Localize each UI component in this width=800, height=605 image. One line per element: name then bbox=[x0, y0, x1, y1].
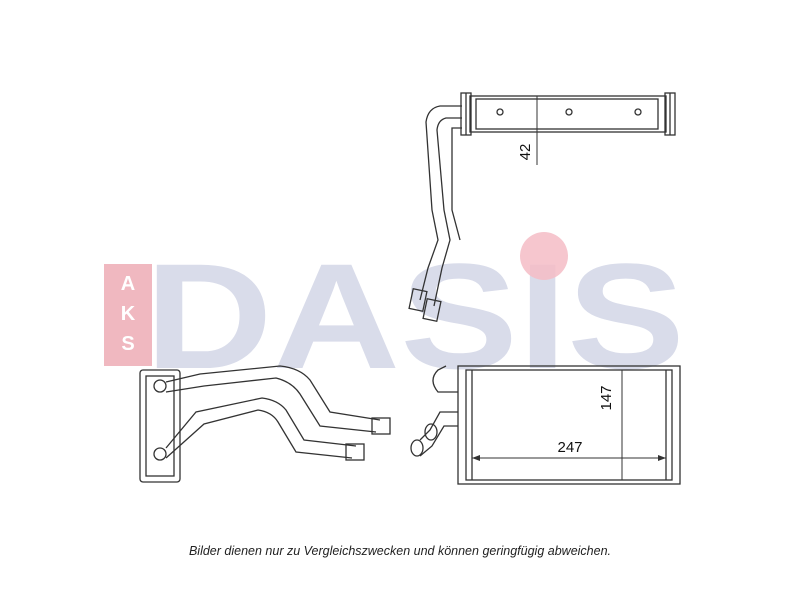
top-view-hole-3 bbox=[634, 108, 642, 116]
top-view-hole-2 bbox=[565, 108, 573, 116]
front-view-pipe-end-1 bbox=[410, 439, 424, 457]
top-view-pipe-end-1 bbox=[408, 287, 428, 313]
disclaimer-caption: Bilder dienen nur zu Vergleichszwecken u… bbox=[188, 544, 612, 558]
side-view-pipe-upper bbox=[165, 365, 381, 421]
side-view-pipe-lower bbox=[165, 397, 357, 449]
side-view-pipe-end-upper bbox=[371, 417, 391, 435]
dim-height-label: 147 bbox=[598, 385, 615, 410]
watermark-red-block bbox=[104, 264, 152, 366]
dim-depth-label: 42 bbox=[517, 144, 534, 161]
aks-dasis-watermark: A K S DASIS bbox=[104, 232, 685, 400]
watermark-prefix-k: K bbox=[121, 303, 136, 325]
top-view-pipe-2 bbox=[433, 117, 462, 307]
dim-width-label: 247 bbox=[557, 439, 582, 456]
side-view-port-1 bbox=[153, 379, 167, 393]
top-view-core-inner bbox=[475, 98, 659, 130]
watermark-prefix-a: A bbox=[121, 273, 135, 295]
side-view bbox=[139, 365, 391, 483]
side-view-core-inner bbox=[145, 375, 175, 477]
front-view bbox=[410, 365, 681, 485]
side-view-core bbox=[139, 369, 181, 483]
top-view-hole-1 bbox=[496, 108, 504, 116]
watermark-dot bbox=[520, 232, 568, 280]
front-view-pipe-end-2 bbox=[424, 423, 438, 441]
watermark-prefix-s: S bbox=[121, 333, 134, 355]
top-view-pipe-1 bbox=[419, 105, 462, 301]
top-view bbox=[408, 92, 676, 323]
front-view-outer bbox=[457, 365, 681, 485]
front-view-core bbox=[465, 369, 673, 481]
front-view-pipe-1 bbox=[432, 365, 458, 393]
side-view-port-2 bbox=[153, 447, 167, 461]
top-view-pipe-end-2 bbox=[422, 297, 442, 323]
watermark-brand: DASIS bbox=[145, 232, 685, 400]
top-view-core bbox=[469, 95, 667, 133]
side-view-pipe-end-lower bbox=[345, 443, 365, 461]
